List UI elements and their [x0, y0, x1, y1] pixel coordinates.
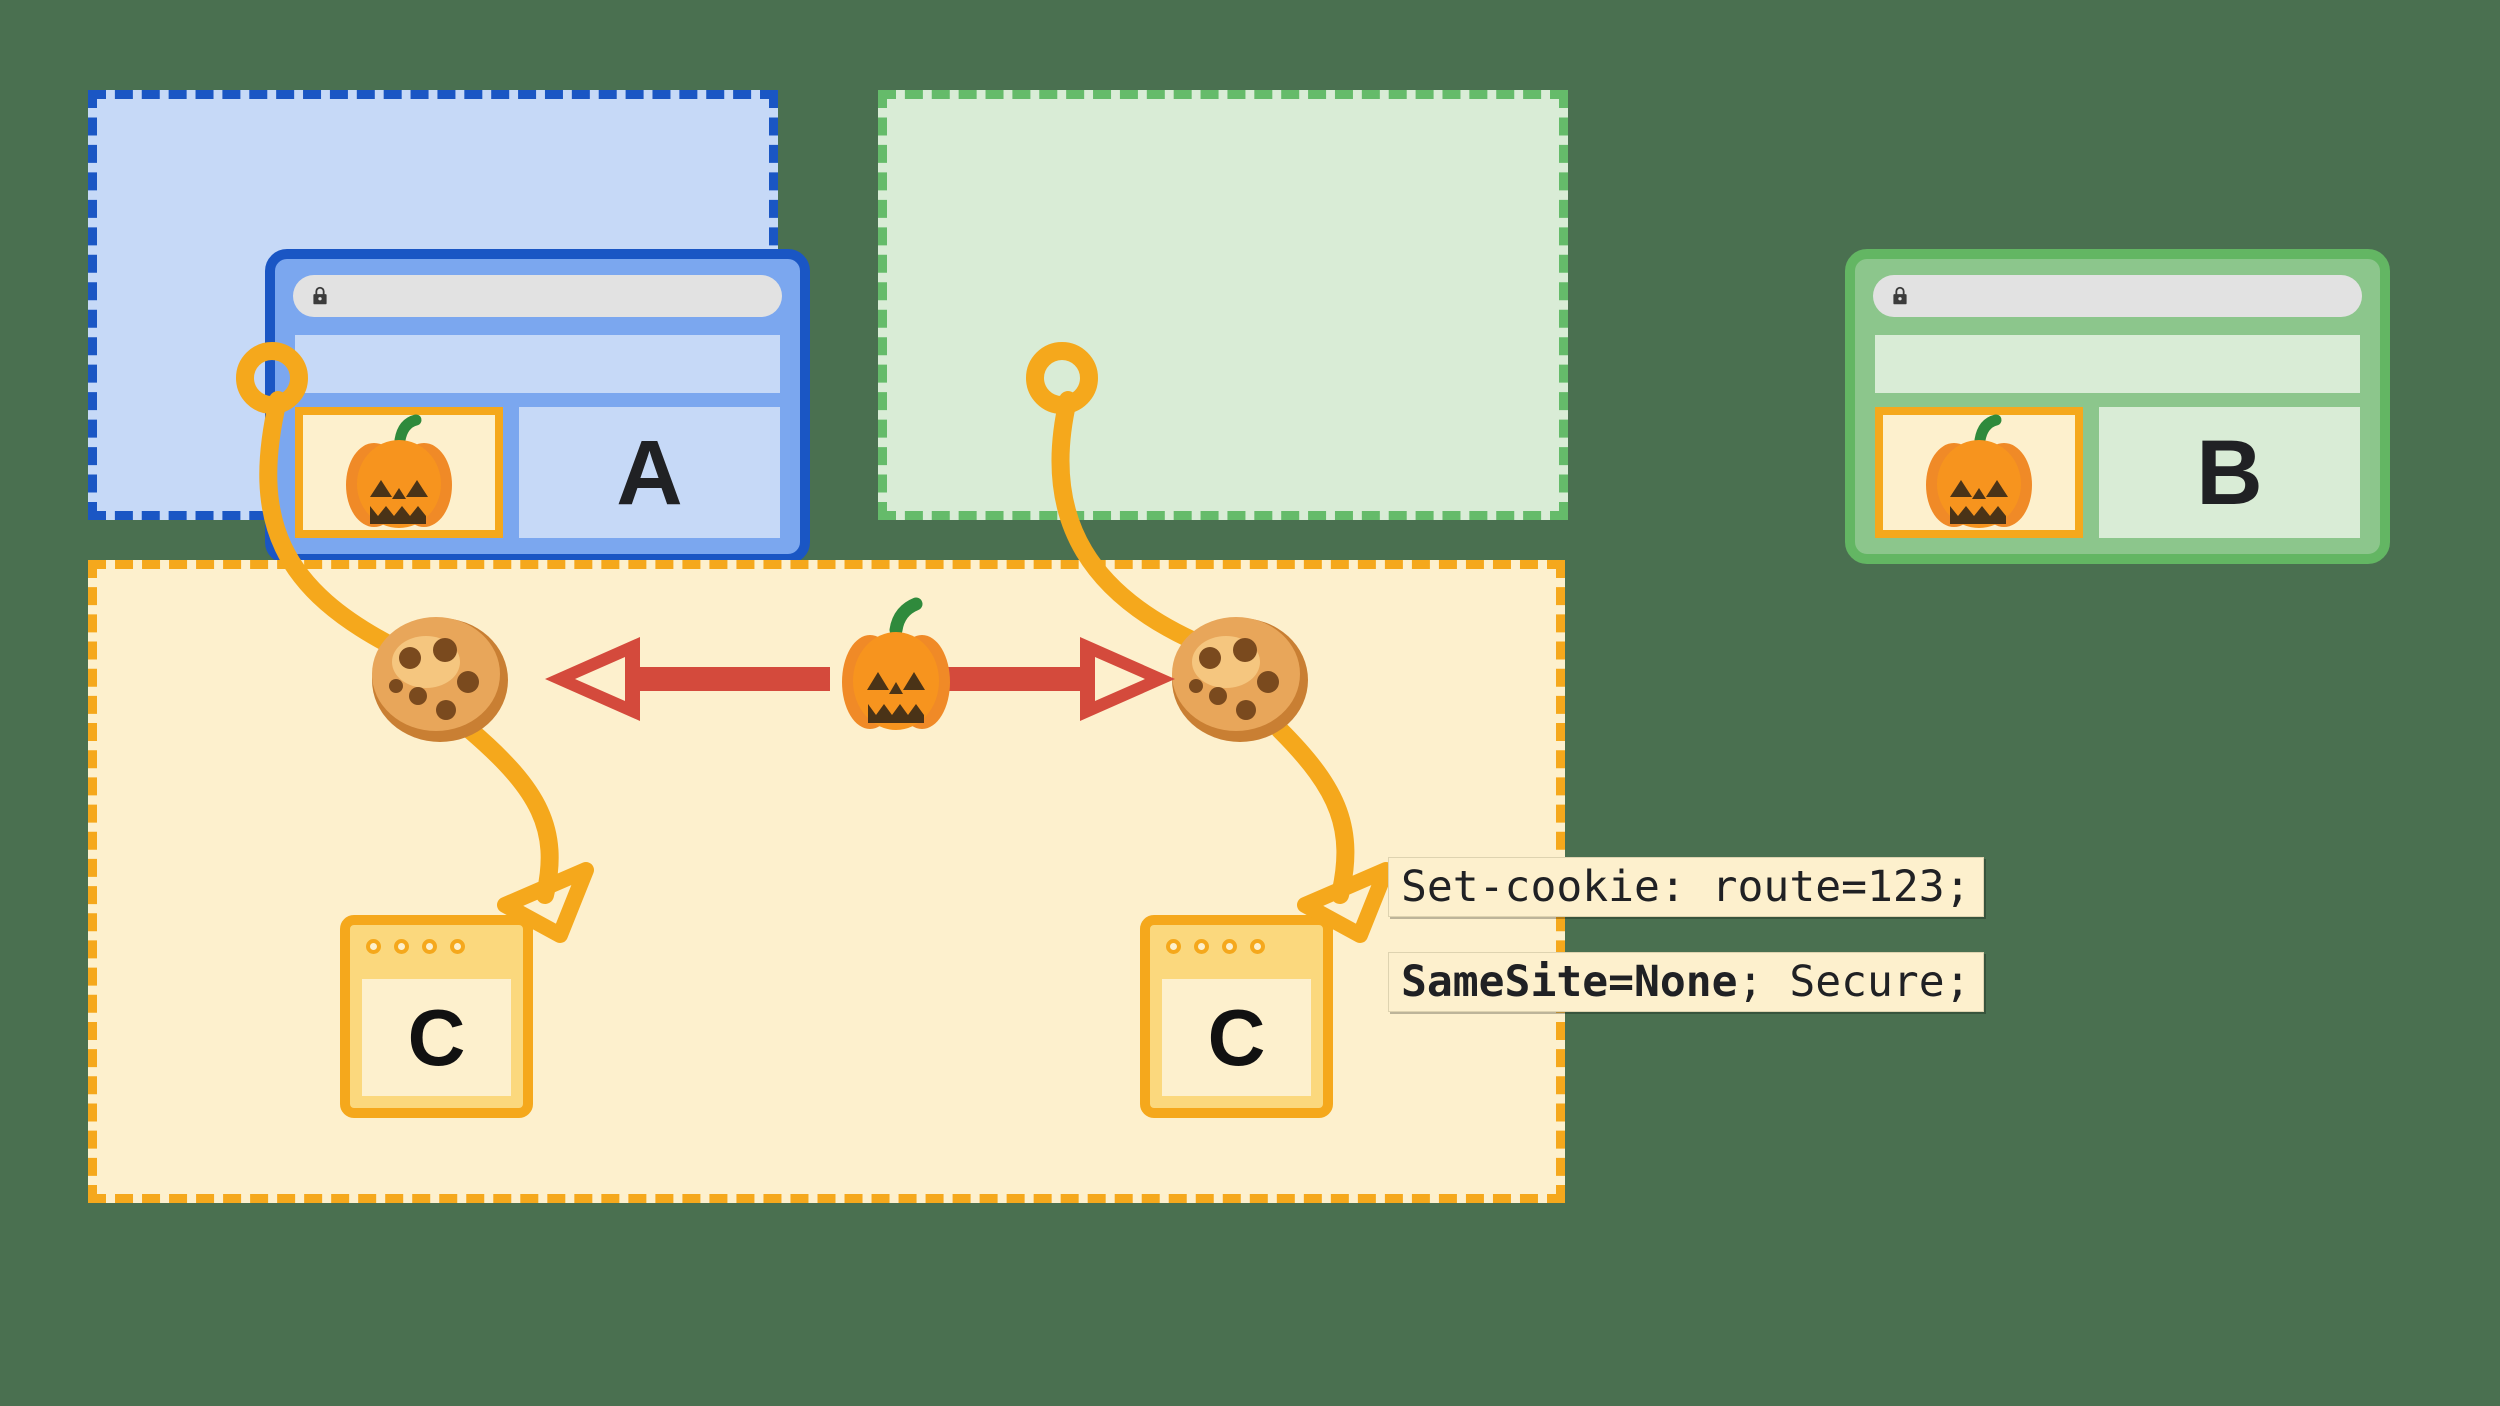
- server-window-c-right: C: [1140, 915, 1333, 1118]
- window-dot: [366, 938, 381, 954]
- window-dot: [1194, 938, 1209, 954]
- server-title-bar: [1150, 925, 1323, 967]
- server-window-c-left: C: [340, 915, 533, 1118]
- server-title-bar: [350, 925, 523, 967]
- server-letter: C: [407, 992, 466, 1082]
- pumpkin-icon: [346, 414, 452, 528]
- content-strip-a: [295, 335, 780, 393]
- content-strip-b: [1875, 335, 2360, 393]
- lock-icon: [1893, 286, 1907, 305]
- context-panel-site-b: B: [878, 90, 2390, 564]
- content-panes-a: A: [295, 407, 780, 538]
- embedded-resource-frame-a: [295, 407, 503, 538]
- server-body: C: [1162, 979, 1311, 1096]
- site-letter-pane-a: A: [519, 407, 780, 538]
- browser-window-b: B: [1845, 249, 2390, 564]
- samesite-none-bold: SameSite=None: [1401, 957, 1738, 1007]
- url-bar-b[interactable]: [1873, 275, 2362, 317]
- window-dot: [394, 938, 409, 954]
- content-panes-b: B: [1875, 407, 2360, 538]
- server-letter: C: [1207, 992, 1266, 1082]
- window-dot: [422, 938, 437, 954]
- lock-icon: [313, 286, 327, 305]
- secure-rest: ; Secure;: [1737, 957, 1971, 1007]
- window-dot: [450, 938, 465, 954]
- context-panel-site-c: [88, 560, 1565, 1203]
- set-cookie-label-line2: SameSite=None; Secure;: [1388, 952, 1984, 1013]
- pumpkin-icon: [1926, 414, 2032, 528]
- url-bar-a[interactable]: [293, 275, 782, 317]
- site-letter-b: B: [2196, 421, 2263, 524]
- site-letter-pane-b: B: [2099, 407, 2360, 538]
- context-panel-site-a: A: [88, 90, 810, 564]
- browser-window-a: A: [265, 249, 810, 564]
- server-body: C: [362, 979, 511, 1096]
- set-cookie-label-line1: Set-cookie: route=123;: [1388, 857, 1984, 918]
- window-dot: [1166, 938, 1181, 954]
- site-letter-a: A: [616, 421, 683, 524]
- embedded-resource-frame-b: [1875, 407, 2083, 538]
- window-dot: [1222, 938, 1237, 954]
- window-dot: [1250, 938, 1265, 954]
